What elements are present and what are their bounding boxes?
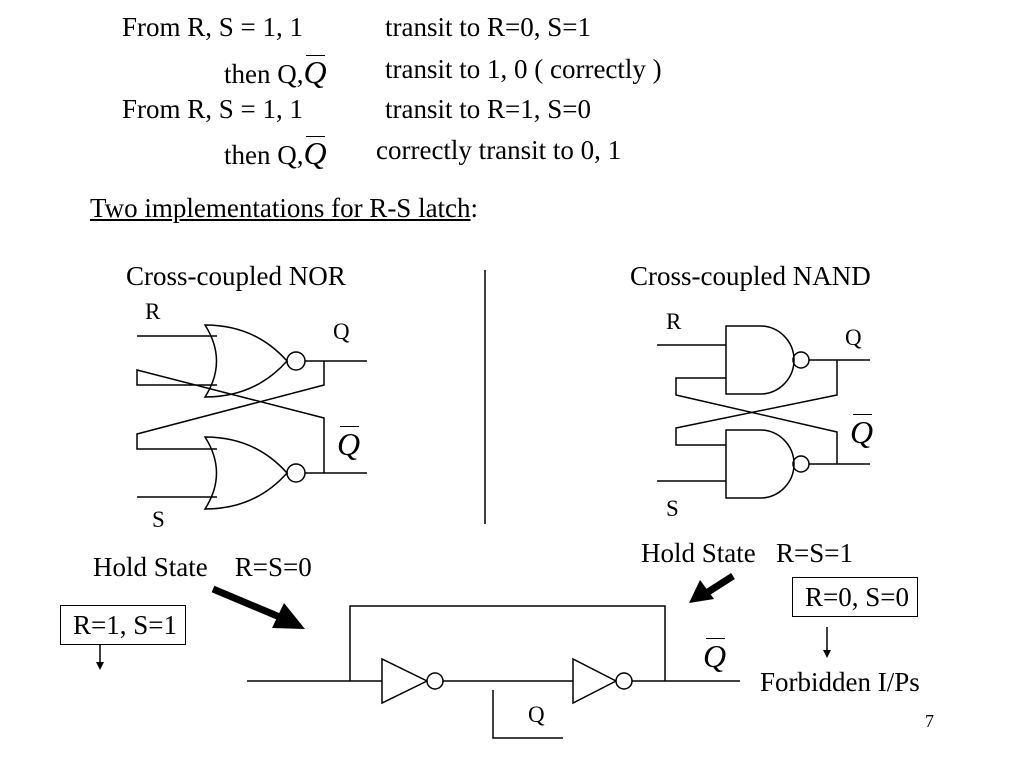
inverter-q-label: Q [528, 702, 545, 727]
transition-line-4-then-text: then Q, [224, 140, 304, 170]
nor-r-label: R [145, 299, 161, 324]
nor-q-label: Q [333, 319, 350, 344]
inverter-1-bubble [426, 672, 444, 690]
qbar-symbol: Q [303, 135, 327, 171]
nand-r-label: R [666, 309, 682, 334]
nor-feedback-top-input [136, 369, 325, 473]
transition-line-4-then: then Q,Q [224, 135, 327, 171]
hold-left-arrow-shaft [211, 585, 284, 622]
inverter-2 [572, 657, 618, 705]
nand-latch-diagram [657, 325, 870, 499]
right-box-arrow-head [823, 650, 831, 658]
transition-line-3-from: From R, S = 1, 1 [122, 94, 304, 124]
nand-gate-top-bubble [792, 351, 810, 369]
nor-gate-bottom-bubble [286, 463, 306, 483]
inverter-qbar-label: Q [703, 638, 727, 674]
nand-gate-bottom-bubble [792, 455, 810, 473]
transition-line-2-then-text: then Q, [224, 59, 304, 89]
transition-line-3-to: transit to R=1, S=0 [385, 94, 591, 124]
inverter-1 [381, 657, 429, 705]
nor-latch-diagram [136, 324, 367, 510]
hold-state-left: Hold State R=S=0 [93, 554, 312, 581]
left-box-arrow-head [96, 662, 104, 670]
inverter-loop-q-tap [492, 690, 563, 739]
nor-qbar-label: Q [337, 426, 361, 462]
hold-state-left-condition: R=S=0 [234, 552, 312, 582]
transition-line-1-to: transit to R=0, S=1 [385, 12, 591, 42]
transition-line-1-from: From R, S = 1, 1 [122, 12, 304, 42]
page-number: 7 [925, 711, 934, 731]
nor-gate-bottom [203, 436, 289, 510]
nor-gate-top [203, 324, 289, 398]
nand-feedback-top-input [675, 377, 838, 464]
hold-right-arrow-shaft [706, 573, 735, 595]
hold-state-right: Hold State R=S=1 [641, 540, 853, 567]
nand-latch-title: Cross-coupled NAND [630, 261, 871, 291]
qbar-symbol: Q [303, 54, 327, 90]
transition-line-2-to: transit to 1, 0 ( correctly ) [385, 54, 662, 84]
section-heading-colon: : [470, 193, 479, 223]
nand-feedback-bottom-input [675, 360, 838, 446]
inverter-loop-feedback [349, 605, 666, 681]
hold-state-right-condition: R=S=1 [776, 538, 853, 568]
hold-left-arrow-head [272, 603, 305, 629]
nand-gate-bottom [725, 429, 795, 499]
hold-state-right-label: Hold State [641, 538, 756, 568]
transition-line-4-to: correctly transit to 0, 1 [376, 135, 622, 165]
forbidden-label: Forbidden I/Ps [760, 667, 920, 697]
forbidden-box-left: R=1, S=1 [60, 605, 186, 645]
nor-feedback-bottom-input [136, 361, 325, 450]
section-heading-text: Two implementations for R-S latch [90, 193, 471, 223]
nand-s-label: S [666, 496, 679, 521]
nor-latch-title: Cross-coupled NOR [126, 261, 346, 291]
nand-q-label: Q [845, 325, 862, 350]
nand-gate-top [725, 325, 795, 395]
nor-s-label: S [152, 507, 165, 532]
transition-line-2-then: then Q,Q [224, 54, 327, 90]
inverter-loop-diagram [247, 605, 740, 739]
hold-right-arrow-head [689, 580, 714, 603]
forbidden-box-right: R=0, S=0 [792, 577, 918, 617]
nand-qbar-label: Q [850, 414, 874, 450]
hold-state-left-label: Hold State [93, 552, 208, 582]
nor-gate-top-bubble [286, 351, 306, 371]
inverter-2-bubble [615, 672, 633, 690]
section-heading: Two implementations for R-S latch: [90, 195, 478, 222]
